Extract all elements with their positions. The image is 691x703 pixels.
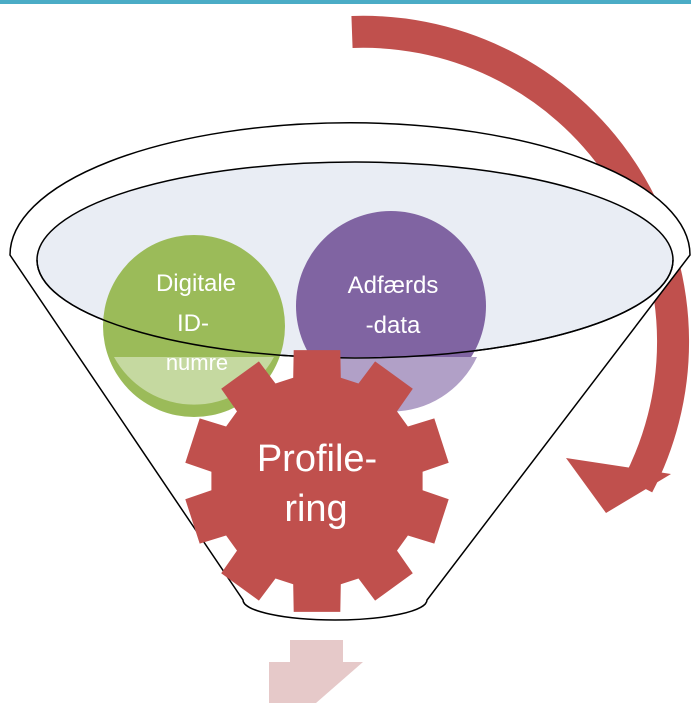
label-numre: numre bbox=[166, 350, 228, 375]
funnel-rim-front bbox=[36, 259, 674, 359]
label-id: ID- bbox=[177, 310, 209, 337]
output-arrow-icon bbox=[269, 640, 363, 703]
circle-digitale-id-numre bbox=[103, 235, 285, 417]
gear-icon bbox=[185, 350, 449, 612]
top-border bbox=[0, 0, 691, 4]
cycle-arrow-icon bbox=[351, 15, 690, 493]
label-adfaerds: Adfærds bbox=[348, 272, 439, 299]
label-ring: ring bbox=[284, 488, 347, 530]
label-digitale: Digitale bbox=[156, 270, 236, 297]
cycle-arrowhead-icon bbox=[566, 458, 671, 513]
label-profile: Profile- bbox=[257, 438, 377, 480]
label-data: -data bbox=[366, 312, 421, 339]
